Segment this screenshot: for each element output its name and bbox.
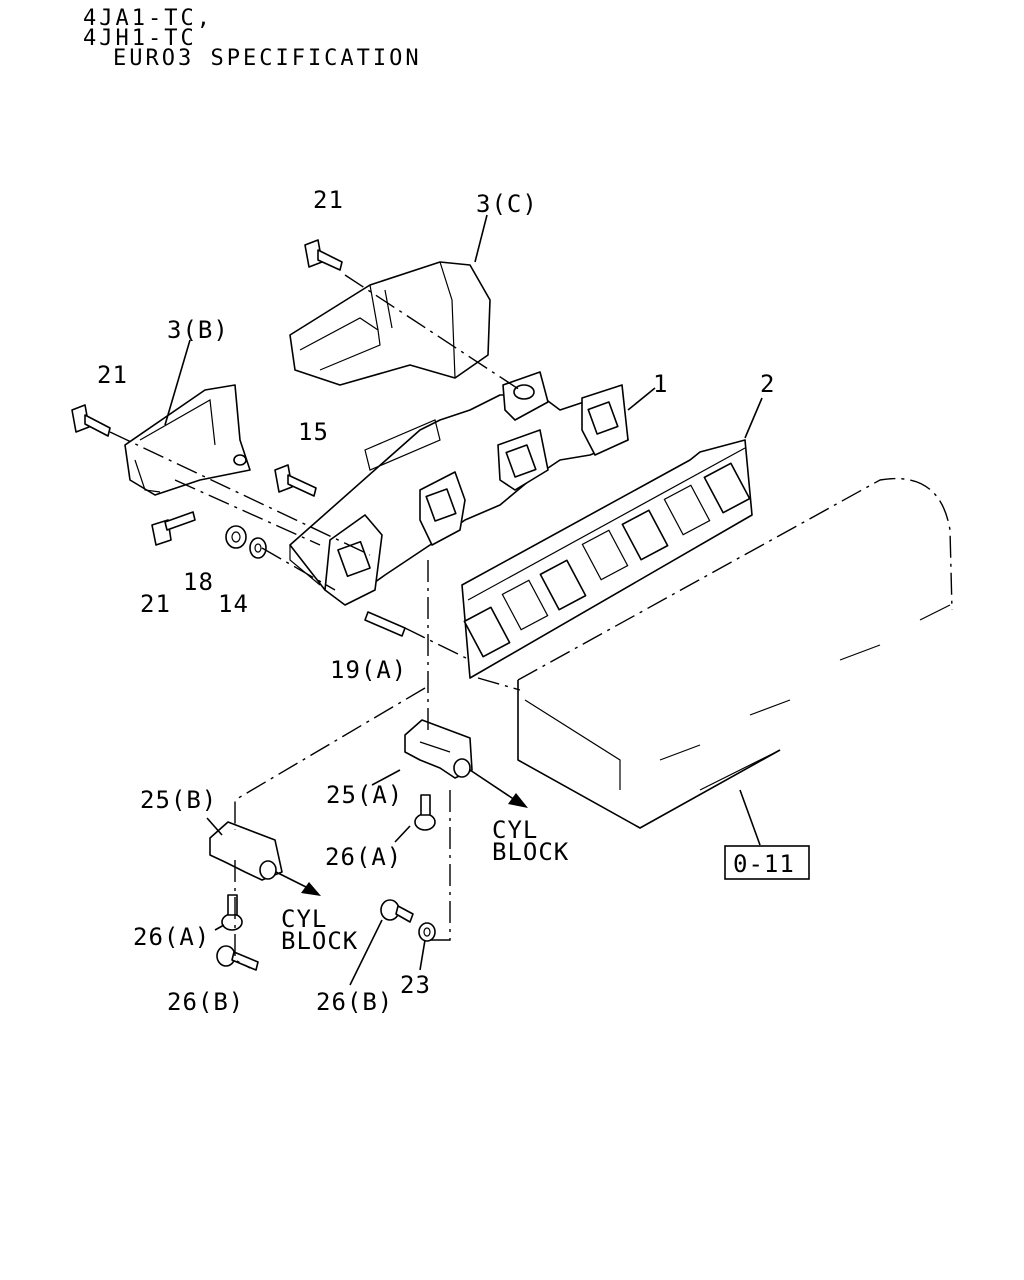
callout-18: 18 (183, 568, 214, 596)
callout-26b-left: 26(B) (167, 988, 244, 1016)
bolt-21-top (304, 239, 343, 271)
cyl-block-note-2-line1: CYL (281, 905, 327, 933)
bracket-25a (404, 719, 473, 779)
callout-15: 15 (298, 418, 329, 446)
cylinder-head-outline (517, 477, 953, 829)
reference-box-frame (724, 845, 810, 880)
bolt-21-left (71, 404, 111, 437)
callout-26a-left: 26(A) (133, 923, 210, 951)
spec-line: EURO3 SPECIFICATION (113, 46, 422, 71)
callout-25a: 25(A) (326, 781, 403, 809)
callout-26b-mid: 26(B) (316, 988, 393, 1016)
arrow-cyl-block-1 (469, 769, 528, 808)
callout-14: 14 (218, 590, 249, 618)
alignment-lines (109, 274, 521, 969)
callout-1: 1 (653, 370, 668, 398)
bracket-25b (209, 821, 283, 881)
callout-21-top: 21 (313, 186, 344, 214)
cyl-block-note-2-line2: BLOCK (281, 927, 358, 955)
heat-shield-b (124, 384, 251, 496)
stud-19a (364, 611, 406, 637)
callout-2: 2 (760, 370, 775, 398)
bolt-26b-mid (380, 899, 414, 923)
callout-21-low: 21 (140, 590, 171, 618)
bolt-15 (274, 464, 317, 497)
manifold-gasket (461, 439, 753, 679)
callout-3c: 3(C) (476, 190, 538, 218)
cyl-block-note-1-line1: CYL (492, 816, 538, 844)
bolt-26b-left (216, 945, 259, 971)
callout-19a: 19(A) (330, 656, 407, 684)
heat-shield-c (289, 261, 491, 386)
callout-26a-mid: 26(A) (325, 843, 402, 871)
cyl-block-note-1-line2: BLOCK (492, 838, 569, 866)
exhaust-manifold (289, 371, 629, 606)
reference-box-label: 0-11 (733, 850, 795, 878)
arrow-cyl-block-2 (275, 871, 321, 896)
washer-23 (418, 922, 436, 942)
model-line-2: 4JH1-TC (83, 26, 197, 51)
model-line-1: 4JA1-TC, (83, 6, 213, 31)
bolt-26a-left (221, 894, 243, 931)
callout-23: 23 (400, 971, 431, 999)
washer-14 (249, 537, 267, 559)
bolt-21-low (151, 511, 196, 546)
nut-18 (225, 525, 247, 549)
bolt-26a-mid (414, 794, 436, 831)
callout-25b: 25(B) (140, 786, 217, 814)
callout-21-left: 21 (97, 361, 128, 389)
leader-lines (164, 214, 763, 986)
callout-3b: 3(B) (167, 316, 229, 344)
